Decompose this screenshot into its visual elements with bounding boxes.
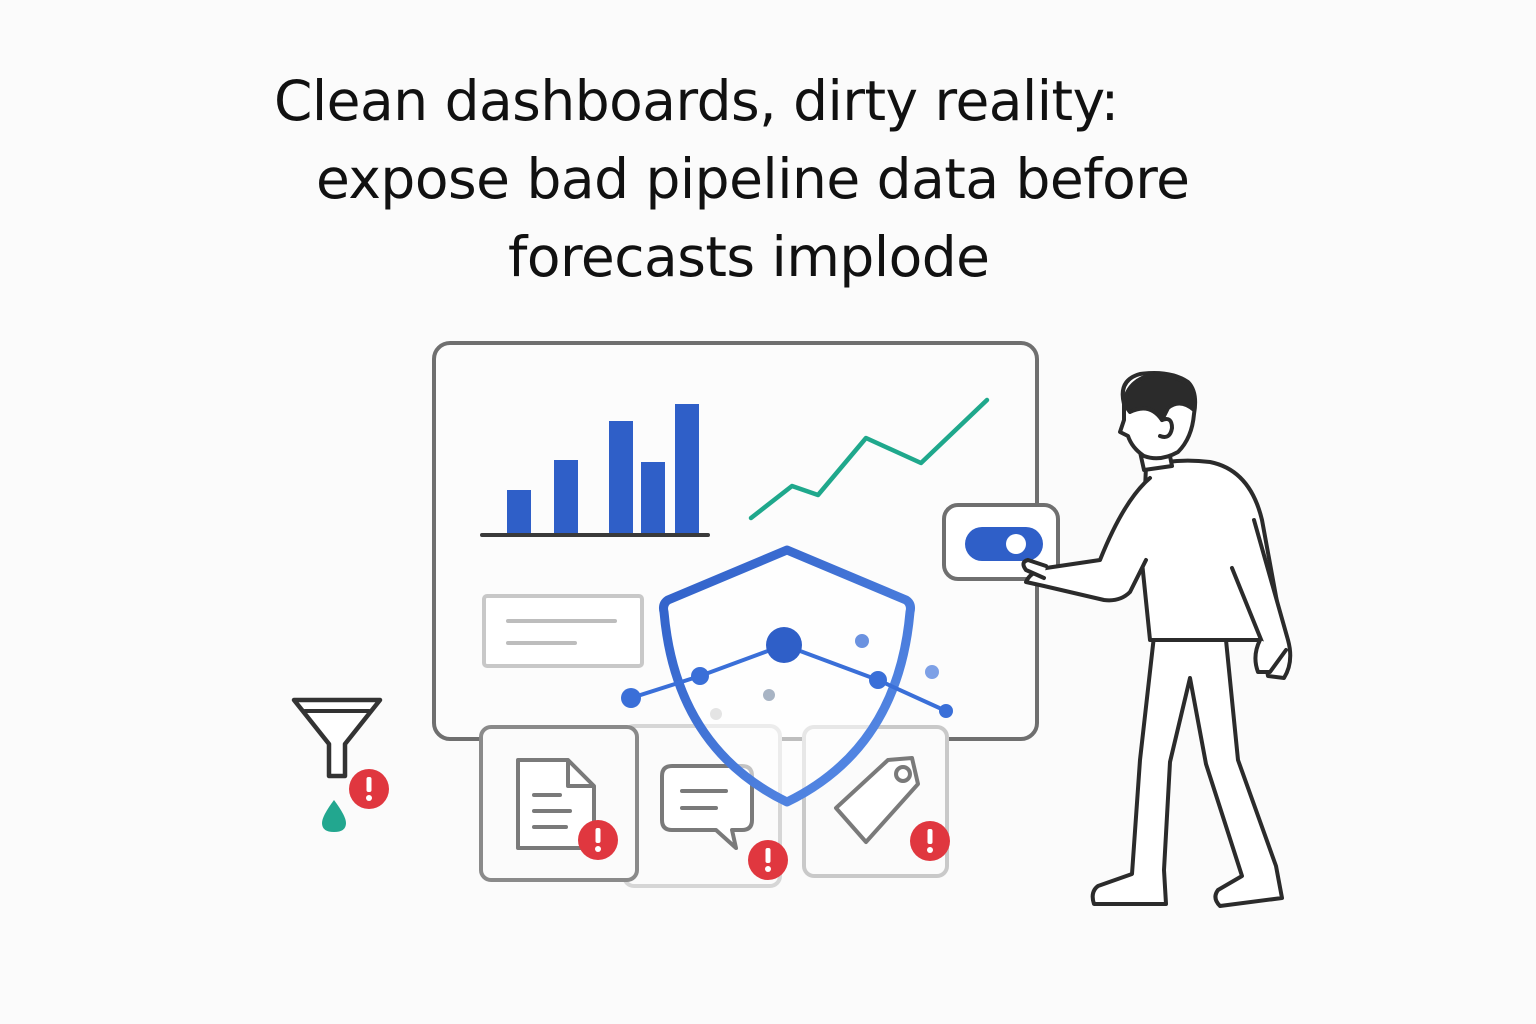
bar-4 <box>641 462 665 534</box>
water-drop-icon <box>322 800 346 832</box>
bar-3 <box>609 421 633 534</box>
outlier-point <box>710 708 722 720</box>
outlier-point <box>763 689 775 701</box>
bar-chart-icon <box>480 404 710 537</box>
data-point <box>621 688 641 708</box>
document-icon <box>516 758 596 850</box>
data-points-chart <box>621 627 953 720</box>
trend-line-icon <box>748 397 990 521</box>
headline-line-2: expose bad pipeline data before <box>316 147 1190 211</box>
alert-icon <box>748 840 788 880</box>
bar-5 <box>675 404 699 534</box>
person-illustration <box>1021 371 1293 908</box>
shield-icon <box>659 545 915 807</box>
outlier-point <box>855 634 869 648</box>
headline-line-1: Clean dashboards, dirty reality: <box>274 69 1119 133</box>
data-point-highlight <box>766 627 802 663</box>
price-tag-icon <box>834 756 920 844</box>
alert-icon <box>349 769 389 809</box>
text-placeholder-card <box>482 594 644 668</box>
data-point <box>939 704 953 718</box>
bar-2 <box>554 460 578 534</box>
data-point <box>691 667 709 685</box>
alert-icon <box>910 821 950 861</box>
alert-icon <box>578 820 618 860</box>
bar-1 <box>507 490 531 534</box>
data-point <box>869 671 887 689</box>
headline-line-3: forecasts implode <box>508 225 990 289</box>
funnel-icon <box>291 697 383 779</box>
outlier-point <box>925 665 939 679</box>
